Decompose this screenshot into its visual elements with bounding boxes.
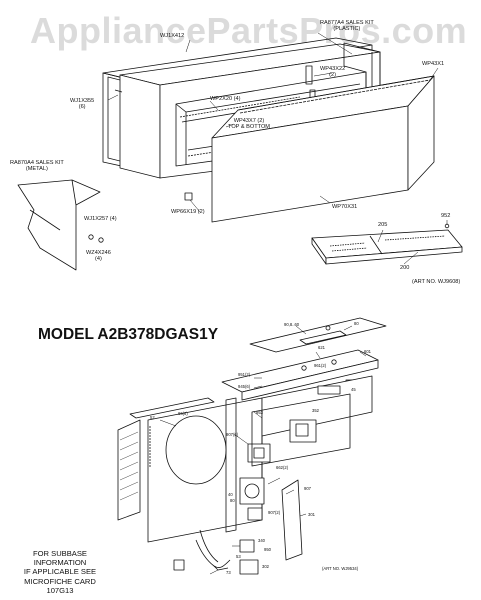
label-wp2x20: WP2X20 (4) — [210, 96, 241, 102]
label-945: 945(6) — [238, 384, 251, 389]
label-wp70x31: WP70X31 — [332, 204, 358, 210]
label-73: 73 — [226, 570, 231, 575]
label-953: 953 — [256, 410, 263, 415]
watermark-logo: AppliancePartsPros.com — [30, 10, 468, 51]
label-951: 951(2) — [238, 372, 251, 377]
label-340: 340 — [258, 538, 265, 543]
label-80: 80 — [230, 498, 235, 503]
label-wp43x22: WP43X22 (2) — [320, 66, 346, 79]
label-53: 53 — [236, 554, 241, 559]
label-wj1x257: WJ1X257 (4) — [84, 216, 117, 222]
front-cover-panel — [211, 75, 435, 223]
label-40: 40 — [228, 492, 233, 497]
label-961: 961(2) — [314, 363, 327, 368]
label-52: 52 — [150, 415, 155, 420]
wiring-harness — [173, 529, 259, 575]
label-301: 301 — [308, 512, 315, 517]
label-200: 200 — [400, 265, 410, 271]
air-filter — [311, 229, 463, 265]
label-wp43x1: WP43X1 — [422, 61, 445, 67]
label-66: 66(6) — [178, 411, 188, 416]
label-45: 45 — [351, 387, 356, 392]
label-wj1x355: WJ1X355 (6) — [70, 98, 95, 111]
label-sales-kit-metal: RA870A4 SALES KIT (METAL) — [10, 160, 64, 173]
label-wz4x246: WZ4X246 (4) — [86, 250, 111, 263]
metal-bracket — [17, 179, 101, 271]
label-952: 952 — [441, 213, 451, 219]
label-907c: 907(2) — [268, 510, 281, 515]
label-621: 621 — [318, 345, 325, 350]
control-box — [251, 393, 351, 467]
label-601: 601 — [364, 349, 371, 354]
label-907: 907(2) — [226, 432, 239, 437]
screw-part — [98, 237, 104, 243]
subbase-note: FOR SUBBASE INFORMATION IF APPLICABLE SE… — [23, 549, 97, 595]
label-205: 205 — [378, 222, 388, 228]
label-wp43x7: WP43X7 (2) TOP & BOTTOM — [228, 118, 270, 131]
label-662: 662(2) — [276, 465, 289, 470]
access-cover — [281, 479, 303, 561]
label-art-no-upper: (ART NO. WJ9608) — [412, 279, 461, 285]
label-907b: 907 — [304, 486, 311, 491]
screw-part — [444, 223, 450, 229]
label-wj1x412: WJ1X412 — [160, 33, 185, 39]
top-control-plate — [249, 317, 387, 353]
label-950: 950 — [264, 547, 271, 552]
label-352: 352 — [312, 408, 319, 413]
label-art-no-lower: (ART NO. WJ9534) — [322, 566, 359, 571]
label-top-a: 90,8..60 — [284, 322, 300, 327]
label-sales-kit-plastic: RA877A4 SALES KIT (PLASTIC) — [320, 20, 374, 33]
label-302: 302 — [262, 564, 269, 569]
chassis-frame — [117, 375, 373, 543]
clip-part — [184, 192, 193, 201]
label-top-b: 80 — [354, 321, 359, 326]
model-title: MODEL A2B378DGAS1Y — [38, 326, 219, 343]
label-wp66x19: WP66X19 (2) — [171, 209, 205, 215]
relay-components — [239, 385, 341, 521]
screw-part — [88, 234, 94, 240]
